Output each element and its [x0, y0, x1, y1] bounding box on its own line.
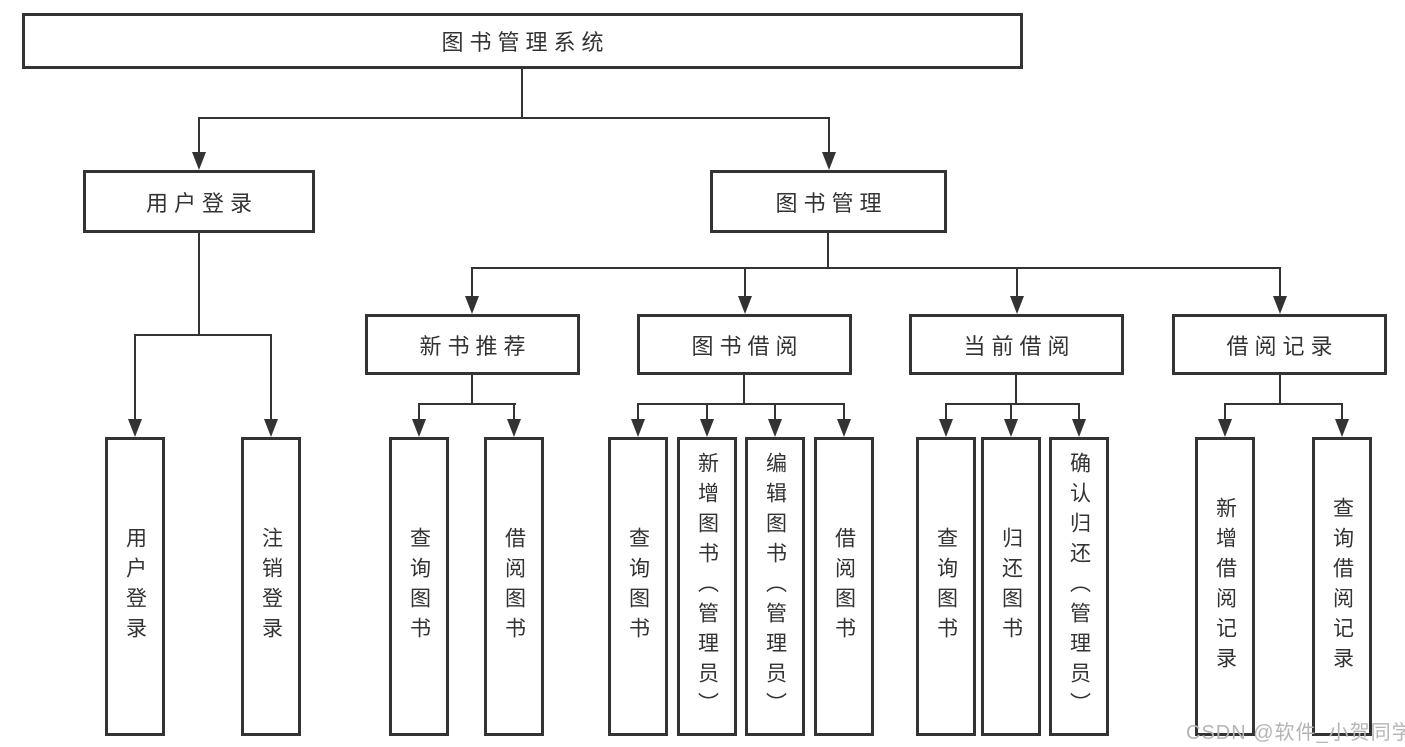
connector-book-mgmt-drop-4: [1279, 267, 1281, 301]
connector-records-drop-1: [1224, 403, 1226, 424]
arrowhead: [412, 419, 426, 437]
node-label: 用户登录: [123, 526, 147, 647]
node-new-book-recommend: 新书推荐: [365, 314, 580, 375]
arrowhead: [700, 419, 714, 437]
csdn-watermark: CSDN @软件_小贺同学: [1186, 722, 1405, 744]
node-label: 查询借阅记录: [1330, 496, 1354, 677]
leaf-edit-book-admin: 编辑图书（管理员）: [745, 437, 805, 736]
arrowhead: [837, 419, 851, 437]
node-label: 查询图书: [407, 526, 431, 647]
arrowhead: [465, 296, 479, 314]
connector-records-drop-2: [1341, 403, 1343, 424]
node-label: 确认归还（管理员）: [1067, 451, 1091, 722]
leaf-query-borrow-record: 查询借阅记录: [1312, 437, 1372, 736]
node-label: 借阅记录: [1226, 333, 1339, 359]
leaf-query-books-current: 查询图书: [916, 437, 976, 736]
arrowhead: [507, 419, 521, 437]
connector-root-left-drop: [198, 117, 200, 159]
arrowhead: [264, 419, 278, 437]
connector-user-login-right-drop: [270, 334, 272, 424]
node-label: 归还图书: [999, 526, 1023, 647]
node-borrowing-records: 借阅记录: [1172, 314, 1387, 375]
connector-root-right-drop: [828, 117, 830, 159]
connector-current-drop-1: [945, 403, 947, 424]
connector-root-stem: [521, 69, 523, 119]
connector-book-mgmt-stem: [827, 233, 829, 269]
leaf-query-books-recommend: 查询图书: [389, 437, 449, 736]
connector-book-mgmt-crossbar: [471, 267, 1281, 269]
arrowhead: [822, 152, 836, 170]
node-current-borrowing: 当前借阅: [909, 314, 1124, 375]
node-label: 图书借阅: [691, 333, 804, 359]
node-label: 借阅图书: [832, 526, 856, 647]
connector-book-mgmt-drop-3: [1016, 267, 1018, 301]
leaf-return-book: 归还图书: [981, 437, 1041, 736]
node-book-borrowing: 图书借阅: [637, 314, 852, 375]
connector-borrowing-drop-4: [843, 403, 845, 424]
arrowhead: [192, 152, 206, 170]
node-library-management-system: 图书管理系统: [22, 13, 1023, 69]
leaf-add-book-admin: 新增图书（管理员）: [677, 437, 737, 736]
node-label: 新书推荐: [419, 333, 532, 359]
arrowhead: [1010, 296, 1024, 314]
connector-book-mgmt-drop-2: [744, 267, 746, 301]
connector-recommend-stem: [471, 375, 473, 405]
arrowhead: [939, 419, 953, 437]
connector-borrowing-stem: [743, 375, 745, 405]
connector-user-login-crossbar: [134, 334, 272, 336]
arrowhead: [631, 419, 645, 437]
arrowhead: [768, 419, 782, 437]
leaf-logout: 注销登录: [241, 437, 301, 736]
arrowhead: [128, 419, 142, 437]
arrowhead: [738, 296, 752, 314]
connector-records-stem: [1279, 375, 1281, 405]
connector-borrowing-drop-1: [637, 403, 639, 424]
connector-user-login-stem: [198, 233, 200, 336]
arrowhead: [1072, 419, 1086, 437]
node-label: 借阅图书: [502, 526, 526, 647]
connector-book-mgmt-drop-1: [471, 267, 473, 301]
node-label: 注销登录: [259, 526, 283, 647]
node-label: 编辑图书（管理员）: [763, 451, 787, 722]
leaf-confirm-return-admin: 确认归还（管理员）: [1049, 437, 1109, 736]
node-label: 查询图书: [626, 526, 650, 647]
node-label: 查询图书: [934, 526, 958, 647]
connector-recommend-drop-2: [513, 403, 515, 424]
leaf-borrow-books-recommend: 借阅图书: [484, 437, 544, 736]
connector-current-stem: [1015, 375, 1017, 405]
connector-records-crossbar: [1224, 403, 1343, 405]
connector-current-crossbar: [945, 403, 1080, 405]
connector-user-login-left-drop: [134, 334, 136, 424]
leaf-add-borrow-record: 新增借阅记录: [1195, 437, 1255, 736]
arrowhead: [1335, 419, 1349, 437]
node-label: 新增借阅记录: [1213, 496, 1237, 677]
connector-borrowing-drop-3: [774, 403, 776, 424]
arrowhead: [1004, 419, 1018, 437]
node-book-management: 图书管理: [710, 170, 947, 233]
connector-current-drop-2: [1010, 403, 1012, 424]
connector-current-drop-3: [1078, 403, 1080, 424]
node-label: 图书管理: [775, 190, 888, 216]
leaf-borrow-books: 借阅图书: [814, 437, 874, 736]
leaf-query-books-borrowing: 查询图书: [608, 437, 668, 736]
node-label: 图书管理系统: [441, 30, 610, 55]
node-label: 用户登录: [145, 190, 258, 216]
leaf-user-login: 用户登录: [105, 437, 165, 736]
connector-recommend-crossbar: [418, 403, 516, 405]
node-user-login: 用户登录: [83, 170, 315, 233]
connector-root-crossbar: [198, 117, 830, 119]
arrowhead: [1218, 419, 1232, 437]
connector-borrowing-crossbar: [637, 403, 845, 405]
node-label: 新增图书（管理员）: [695, 451, 719, 722]
arrowhead: [1273, 296, 1287, 314]
node-label: 当前借阅: [963, 333, 1076, 359]
connector-borrowing-drop-2: [706, 403, 708, 424]
connector-recommend-drop-1: [418, 403, 420, 424]
